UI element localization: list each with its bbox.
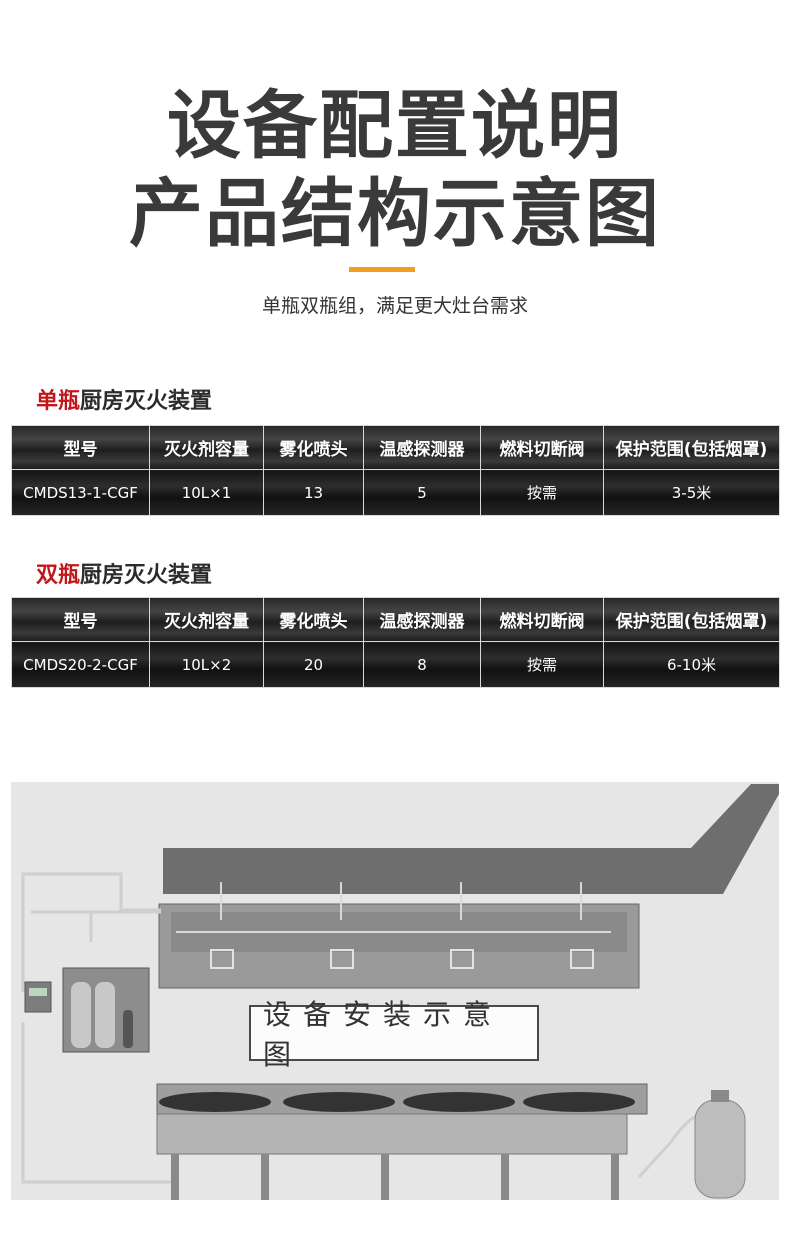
cell-detector: 5	[363, 469, 481, 516]
single-section-title: 单瓶厨房灭火装置	[36, 383, 212, 415]
single-title-rest: 厨房灭火装置	[80, 389, 213, 414]
cell-valve: 按需	[480, 469, 604, 516]
col-header-valve: 燃料切断阀	[480, 597, 604, 642]
cylinder-2	[95, 982, 115, 1048]
cylinder-1	[71, 982, 91, 1048]
double-title-rest: 厨房灭火装置	[80, 563, 213, 588]
double-spec-table: 型号 灭火剂容量 雾化喷头 温感探测器 燃料切断阀 保护范围(包括烟罩) CMD…	[11, 597, 780, 688]
exhaust-hood	[163, 784, 779, 894]
cell-detector: 8	[363, 641, 481, 688]
col-header-model: 型号	[11, 425, 150, 470]
gas-tank	[694, 1099, 746, 1199]
cell-model: CMDS13-1-CGF	[11, 469, 150, 516]
single-spec-table: 型号 灭火剂容量 雾化喷头 温感探测器 燃料切断阀 保护范围(包括烟罩) CMD…	[11, 425, 780, 516]
col-header-range: 保护范围(包括烟罩)	[603, 425, 780, 470]
col-header-nozzle: 雾化喷头	[263, 425, 364, 470]
subtitle: 单瓶双瓶组，满足更大灶台需求	[261, 295, 528, 317]
stove-legs	[171, 1154, 619, 1200]
col-header-detector: 温感探测器	[363, 425, 481, 470]
table-header-row: 型号 灭火剂容量 雾化喷头 温感探测器 燃料切断阀 保护范围(包括烟罩)	[11, 597, 780, 642]
table-row: CMDS20-2-CGF 10L×2 20 8 按需 6-10米	[11, 641, 780, 688]
title-line-2: 产品结构示意图	[129, 171, 661, 257]
cell-range: 3-5米	[603, 469, 780, 516]
table-row: CMDS13-1-CGF 10L×1 13 5 按需 3-5米	[11, 469, 780, 516]
col-header-nozzle: 雾化喷头	[263, 597, 364, 642]
cell-nozzle: 20	[263, 641, 364, 688]
col-header-capacity: 灭火剂容量	[149, 597, 264, 642]
cylinder-small	[123, 1010, 133, 1048]
cell-valve: 按需	[480, 641, 604, 688]
accent-bar	[349, 267, 415, 272]
title-block: 设备配置说明 产品结构示意图	[0, 82, 790, 258]
cell-capacity: 10L×1	[149, 469, 264, 516]
single-title-highlight: 单瓶	[36, 389, 81, 414]
woks	[159, 1092, 635, 1112]
nozzle-heads	[210, 949, 594, 969]
control-screen	[29, 988, 47, 996]
stove-body	[156, 1113, 628, 1155]
gas-tank-valve	[711, 1090, 729, 1102]
col-header-model: 型号	[11, 597, 150, 642]
double-section-title: 双瓶厨房灭火装置	[36, 557, 212, 589]
cell-model: CMDS20-2-CGF	[11, 641, 150, 688]
cell-capacity: 10L×2	[149, 641, 264, 688]
title-line-1: 设备配置说明	[167, 83, 623, 169]
installation-diagram: 设备安装示意图	[11, 782, 779, 1200]
cell-nozzle: 13	[263, 469, 364, 516]
col-header-range: 保护范围(包括烟罩)	[603, 597, 780, 642]
nozzle-drops	[176, 882, 611, 933]
table-header-row: 型号 灭火剂容量 雾化喷头 温感探测器 燃料切断阀 保护范围(包括烟罩)	[11, 425, 780, 470]
cell-range: 6-10米	[603, 641, 780, 688]
control-box	[24, 981, 52, 1013]
col-header-valve: 燃料切断阀	[480, 425, 604, 470]
double-title-highlight: 双瓶	[36, 563, 81, 588]
col-header-detector: 温感探测器	[363, 597, 481, 642]
col-header-capacity: 灭火剂容量	[149, 425, 264, 470]
diagram-label: 设备安装示意图	[249, 998, 539, 1071]
piping	[21, 872, 712, 1184]
diagram-illustration	[21, 784, 779, 1200]
